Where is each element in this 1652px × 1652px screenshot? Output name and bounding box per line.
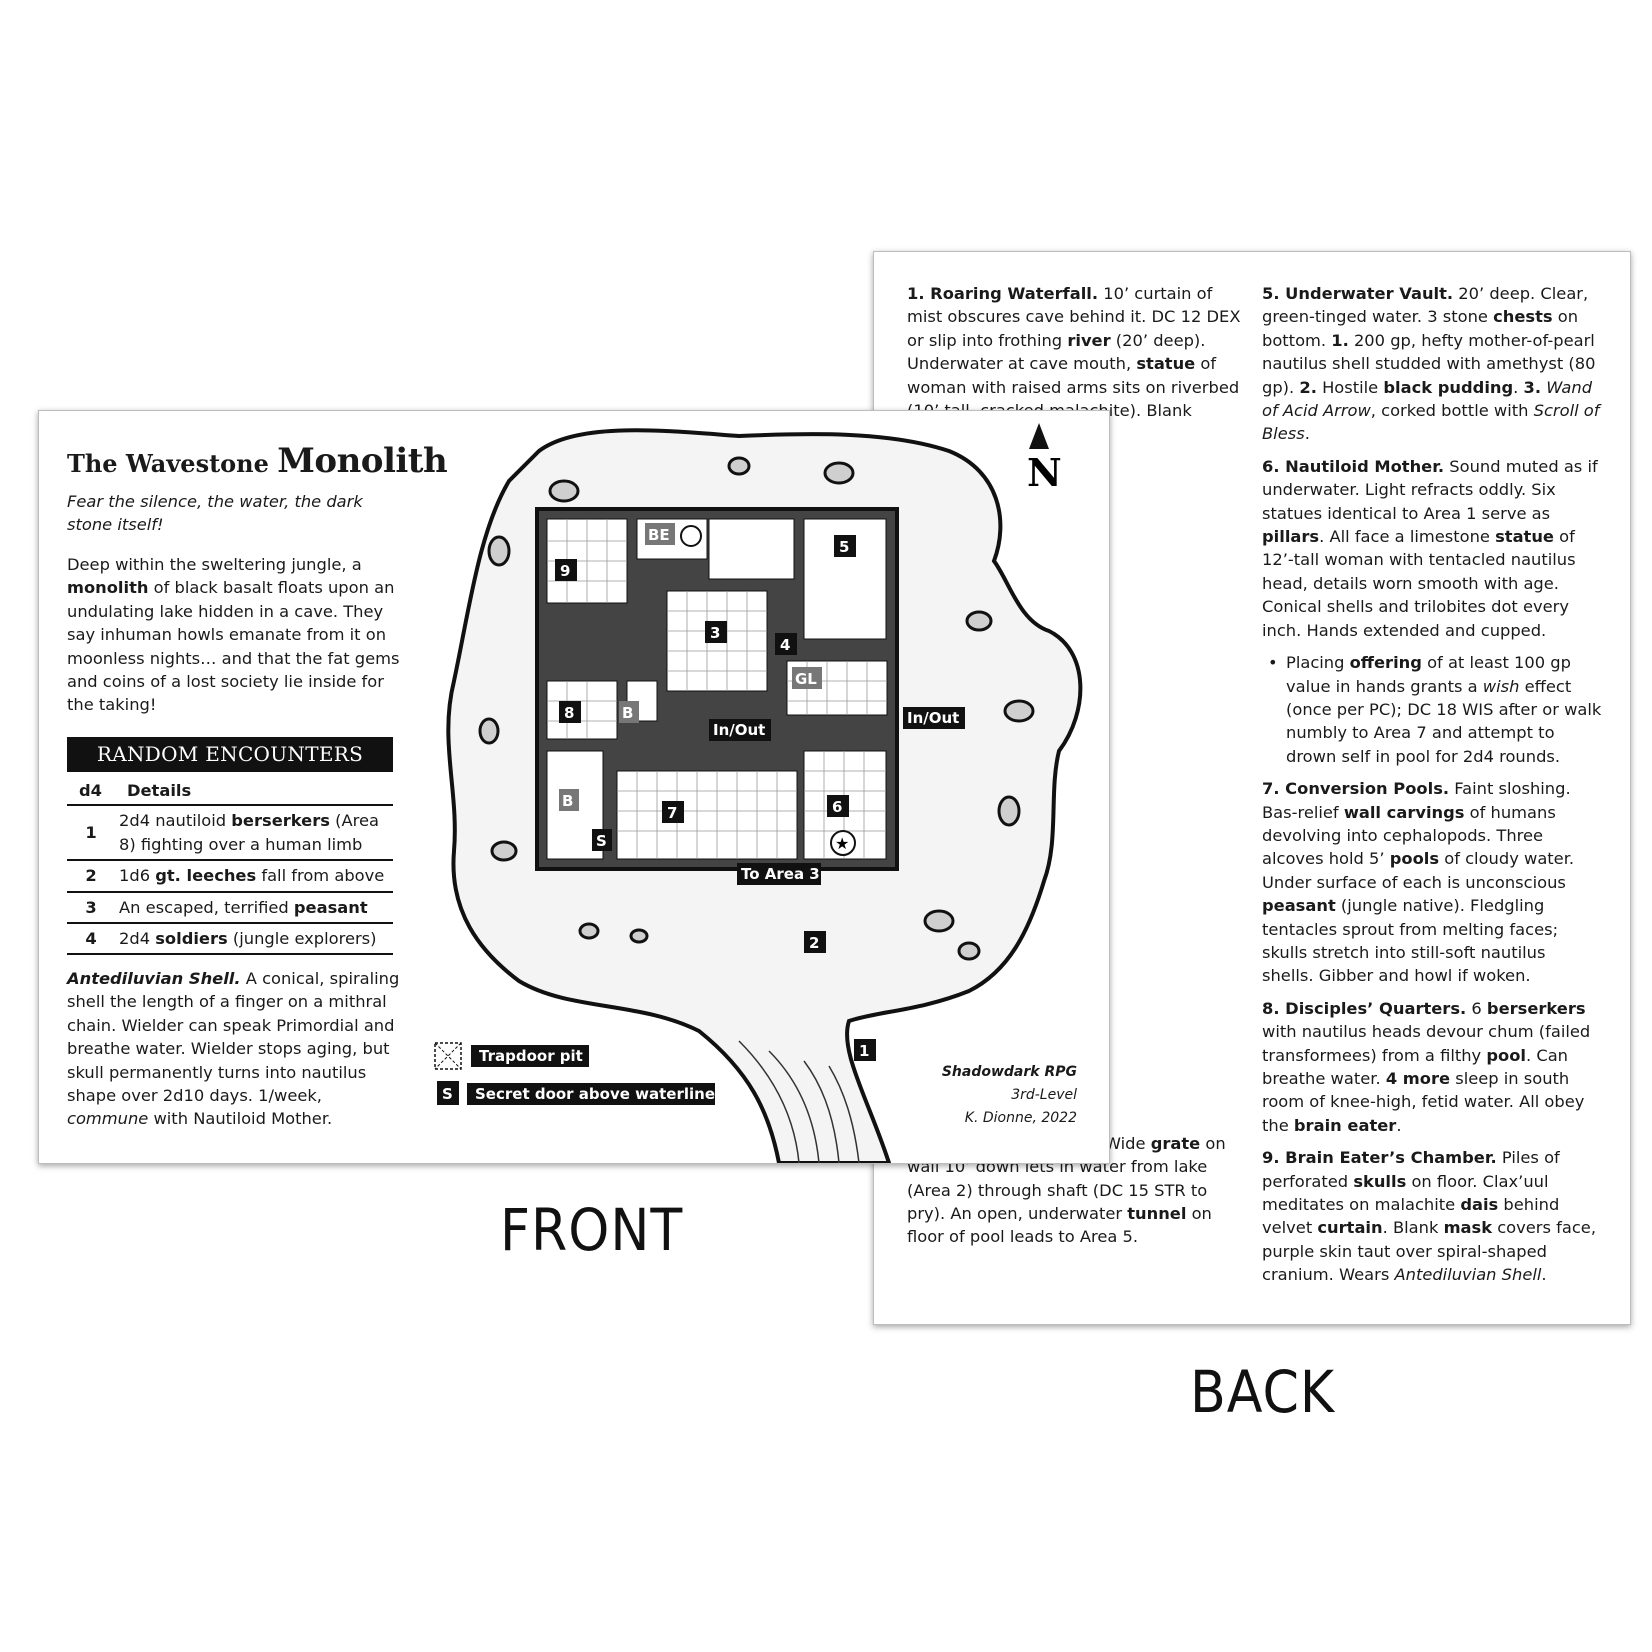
circle-marker <box>680 525 702 547</box>
encounter-details: An escaped, terrified peasant <box>115 891 393 925</box>
credit-system: Shadowdark RPG <box>941 1064 1077 1080</box>
star-marker <box>830 830 856 856</box>
dungeon-map: 9 5 3 4 8 7 6 2 1 BE GL B B S In/Out In/ <box>409 411 1109 1163</box>
title-part-2: Monolith <box>277 441 448 481</box>
map-legend: Trapdoor pit S Secret door above waterli… <box>434 1042 715 1105</box>
encounter-details: 2d4 nautiloid berserkers (Area 8) fighti… <box>115 805 393 862</box>
back-col2-paragraph: 5. Underwater Vault. 20’ deep. Clear, gr… <box>1262 284 1600 444</box>
tagline: Fear the silence, the water, the dark st… <box>67 492 363 535</box>
marker-b-2: B <box>562 792 573 810</box>
marker-s: S <box>596 832 607 850</box>
grid-lines <box>547 519 887 859</box>
encounter-roll: 3 <box>67 891 115 925</box>
area-5: 5 <box>839 538 849 556</box>
antediluvian-shell-text: Antediluvian Shell. A conical, spiraling… <box>67 969 400 1129</box>
credits: Shadowdark RPG 3rd-Level K. Dionne, 2022 <box>942 1061 1077 1130</box>
back-col2-paragraph: Placing offering of at least 100 gp valu… <box>1262 651 1602 768</box>
map-svg: 9 5 3 4 8 7 6 2 1 BE GL B B S In/Out In/ <box>434 423 1083 1163</box>
rocks <box>478 456 1035 961</box>
back-column-2: 5. Underwater Vault. 20’ deep. Clear, gr… <box>1262 282 1602 1296</box>
back-col2-paragraph: 7. Conversion Pools. Faint sloshing. Bas… <box>1262 779 1575 986</box>
area-6: 6 <box>832 798 842 816</box>
marker-b-1: B <box>622 704 633 722</box>
random-encounters-header: RANDOM ENCOUNTERS <box>67 737 393 772</box>
encounter-roll: 2 <box>67 860 115 893</box>
compass-n: N <box>1027 450 1062 495</box>
back-col2-paragraph: 6. Nautiloid Mother. Sound muted as if u… <box>1262 456 1598 640</box>
area-2: 2 <box>809 934 819 952</box>
encounter-details: 2d4 soldiers (jungle explorers) <box>115 923 393 956</box>
in-out-label-2: In/Out <box>907 709 959 727</box>
river-lines <box>738 1040 860 1163</box>
area-8: 8 <box>564 704 574 722</box>
compass-arrow-icon <box>1029 423 1049 449</box>
title-part-1: The Wavestone <box>67 449 278 478</box>
area-markers: 9 5 3 4 8 7 6 2 1 <box>555 535 876 1061</box>
back-col2-paragraph: 8. Disciples’ Quarters. 6 berserkers wit… <box>1262 998 1591 1135</box>
marker-gl: GL <box>795 670 817 688</box>
back-col2-paragraph: 9. Brain Eater’s Chamber. Piles of perfo… <box>1262 1148 1596 1285</box>
area-1: 1 <box>859 1042 869 1060</box>
encounter-roll: 4 <box>67 923 115 956</box>
front-card: The Wavestone Monolith Fear the silence,… <box>38 410 1110 1164</box>
legend-trapdoor: Trapdoor pit <box>479 1047 583 1065</box>
marker-be: BE <box>648 526 670 544</box>
in-out-label-1: In/Out <box>713 721 765 739</box>
area-3: 3 <box>710 624 720 642</box>
credit-level: 3rd-Level <box>1011 1087 1077 1103</box>
legend-secret-symbol: S <box>442 1085 453 1103</box>
area-7: 7 <box>667 804 677 822</box>
intro-text: Deep within the sweltering jungle, a mon… <box>67 555 400 715</box>
encounter-roll: 1 <box>67 805 115 862</box>
header-d4: d4 <box>67 777 115 807</box>
adventure-title: The Wavestone Monolith <box>67 441 448 481</box>
letter-markers: BE GL B B S <box>559 523 822 851</box>
table-header-row: d4 Details <box>67 777 393 807</box>
svg-text:★: ★ <box>835 834 849 853</box>
encounter-details: 1d6 gt. leeches fall from above <box>115 860 393 893</box>
area-9: 9 <box>560 562 570 580</box>
front-label: FRONT <box>500 1196 684 1264</box>
to-area-3-label: To Area 3 <box>741 865 820 883</box>
trapdoor-icon <box>434 1042 462 1070</box>
area-4: 4 <box>780 636 790 654</box>
legend-secret-door: Secret door above waterline <box>475 1085 715 1103</box>
back-label: BACK <box>1190 1358 1336 1426</box>
credit-author: K. Dionne, 2022 <box>964 1110 1077 1126</box>
header-details: Details <box>115 777 393 807</box>
